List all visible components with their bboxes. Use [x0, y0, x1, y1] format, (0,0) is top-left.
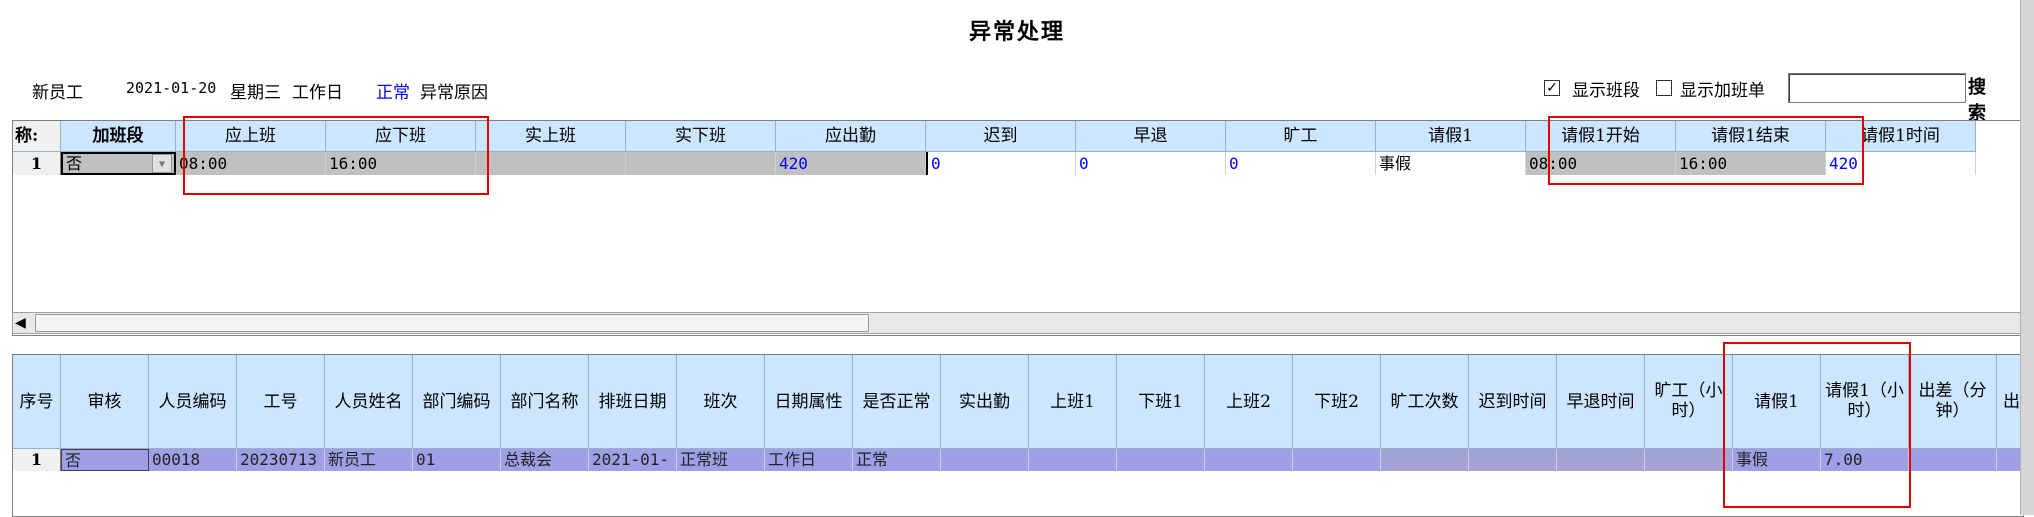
grid-cell[interactable]: 事假	[1733, 449, 1821, 471]
column-header: 早退	[1076, 121, 1226, 152]
column-header: 请假1	[1376, 121, 1526, 152]
column-header: 人员编码	[149, 355, 237, 449]
column-header: 旷工	[1226, 121, 1376, 152]
column-header: 旷工次数	[1381, 355, 1469, 449]
column-header: 迟到	[926, 121, 1076, 152]
reason-label: 异常原因	[420, 83, 488, 103]
column-header: 日期属性	[765, 355, 853, 449]
day-type: 工作日	[292, 83, 343, 103]
grid-cell[interactable]	[941, 449, 1029, 471]
attendance-grid: 序号审核人员编码工号人员姓名部门编码部门名称排班日期班次日期属性是否正常实出勤上…	[12, 354, 2027, 517]
grid-cell[interactable]: 0	[1076, 152, 1226, 175]
grid-cell[interactable]	[1381, 449, 1469, 471]
column-header: 人员姓名	[325, 355, 413, 449]
highlight-shift-times	[183, 116, 489, 195]
grid-corner-label: 称:	[13, 121, 61, 152]
grid-cell[interactable]: 08:00	[1526, 152, 1676, 175]
page-title: 异常处理	[968, 19, 1065, 45]
grid-cell[interactable]: 0	[926, 152, 1076, 175]
column-header: 应出勤	[776, 121, 926, 152]
weekday: 星期三	[230, 83, 281, 103]
grid-cell[interactable]: 01	[413, 449, 501, 471]
column-header: 是否正常	[853, 355, 941, 449]
grid-cell[interactable]	[1557, 449, 1645, 471]
grid-cell[interactable]: 工作日	[765, 449, 853, 471]
show-overtime-label: 显示加班单	[1680, 81, 1765, 101]
column-header: 请假1	[1733, 355, 1821, 449]
column-header: 下班2	[1293, 355, 1381, 449]
column-header: 上班2	[1205, 355, 1293, 449]
column-header: 加班段	[61, 121, 176, 152]
column-header: 迟到时间	[1469, 355, 1557, 449]
grid-cell[interactable]: 16:00	[1676, 152, 1826, 175]
dropdown-arrow-icon[interactable]: ▼	[152, 154, 172, 173]
column-header: 工号	[237, 355, 325, 449]
date-value: 2021-01-20	[126, 79, 217, 97]
column-header: 早退时间	[1557, 355, 1645, 449]
window-scrollbar[interactable]	[2020, 0, 2034, 515]
show-overtime-checkbox[interactable]	[1656, 80, 1672, 96]
column-header: 请假1时间	[1826, 121, 1976, 152]
column-header: 应上班	[176, 121, 326, 152]
column-header: 部门编码	[413, 355, 501, 449]
column-header: 请假1结束	[1676, 121, 1826, 152]
grid-cell[interactable]	[476, 152, 626, 175]
scroll-left-arrow-icon[interactable]: ◀	[15, 315, 26, 331]
show-shift-label: 显示班段	[1572, 81, 1640, 101]
grid-cell[interactable]: 正常	[853, 449, 941, 471]
grid-cell[interactable]: 事假	[1376, 152, 1526, 175]
column-header: 排班日期	[589, 355, 677, 449]
highlight-leave-times	[1548, 116, 1864, 185]
row-number: 1	[13, 152, 61, 175]
grid-cell[interactable]: 正常班	[677, 449, 765, 471]
grid-cell[interactable]: 0	[1226, 152, 1376, 175]
grid-cell[interactable]: 2021-01-	[589, 449, 677, 471]
grid-cell[interactable]: 总裁会	[501, 449, 589, 471]
highlight-leave-hours	[1723, 342, 1911, 508]
column-header: 实出勤	[941, 355, 1029, 449]
shift-grid-scrollbar[interactable]: ◀	[12, 312, 2022, 334]
column-header: 实上班	[476, 121, 626, 152]
column-header: 请假1开始	[1526, 121, 1676, 152]
grid-cell[interactable]	[1205, 449, 1293, 471]
column-header: 应下班	[326, 121, 476, 152]
grid-cell[interactable]: 7.00	[1821, 449, 1909, 471]
grid-cell[interactable]	[1909, 449, 1997, 471]
column-header: 班次	[677, 355, 765, 449]
row-number: 1	[13, 449, 61, 471]
column-header: 序号	[13, 355, 61, 449]
grid-cell[interactable]: 否	[61, 449, 149, 471]
column-header: 请假1（小时）	[1821, 355, 1909, 449]
column-header: 旷工（小时）	[1645, 355, 1733, 449]
show-shift-checkbox[interactable]: ✓	[1544, 80, 1560, 96]
column-header: 实下班	[626, 121, 776, 152]
status-text: 正常	[376, 83, 410, 103]
grid-cell[interactable]	[1645, 449, 1733, 471]
column-header: 出差（分钟）	[1909, 355, 1997, 449]
scrollbar-thumb[interactable]	[35, 314, 869, 332]
grid-cell[interactable]: 08:00	[176, 152, 326, 175]
grid-cell[interactable]: 16:00	[326, 152, 476, 175]
column-header: 部门名称	[501, 355, 589, 449]
grid-cell[interactable]: 420	[776, 152, 926, 175]
grid-cell[interactable]	[1117, 449, 1205, 471]
column-header: 下班1	[1117, 355, 1205, 449]
grid-cell[interactable]	[1469, 449, 1557, 471]
column-header: 上班1	[1029, 355, 1117, 449]
column-header: 审核	[61, 355, 149, 449]
employee-name: 新员工	[32, 83, 83, 103]
search-button[interactable]: 搜 索	[1968, 77, 1996, 124]
grid-cell[interactable]: 00018	[149, 449, 237, 471]
grid-cell[interactable]	[626, 152, 776, 175]
grid-cell[interactable]: 20230713	[237, 449, 325, 471]
grid-cell[interactable]: 否	[61, 152, 176, 175]
grid-cell[interactable]: 新员工	[325, 449, 413, 471]
grid-cell[interactable]	[1029, 449, 1117, 471]
grid-cell[interactable]	[1293, 449, 1381, 471]
search-input[interactable]	[1788, 73, 1966, 103]
